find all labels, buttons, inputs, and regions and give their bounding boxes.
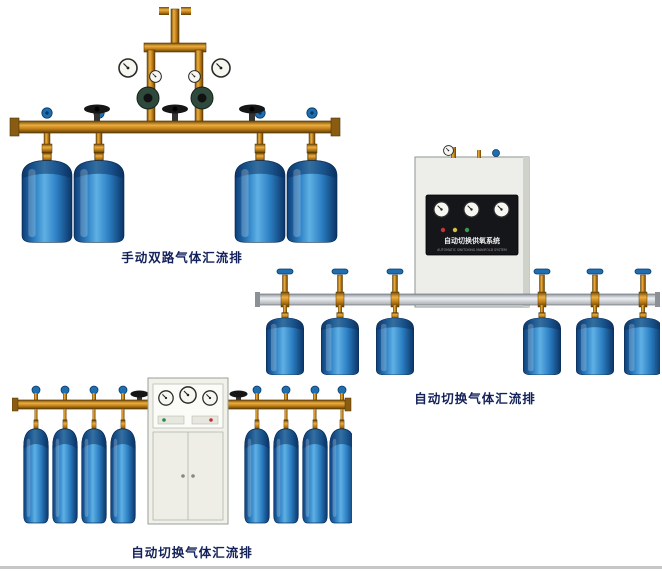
product-photo-auto-switch-manifold: 自动切换供氧系统 AUTOMATIC SWITCHING MANIFOLD SY… bbox=[255, 145, 660, 380]
bottom-divider bbox=[0, 566, 662, 569]
cylinder-drop-connections bbox=[41, 132, 318, 154]
pressure-gauge bbox=[202, 390, 218, 406]
pressure-gauge bbox=[463, 201, 480, 218]
gas-cylinder bbox=[575, 312, 615, 376]
gas-cylinder bbox=[320, 312, 360, 376]
main-manifold-pipe bbox=[9, 117, 341, 137]
indicator-light bbox=[162, 418, 166, 422]
gas-cylinder bbox=[81, 419, 107, 524]
cabinet-top-piping bbox=[443, 145, 500, 158]
cabinet-subtitle: AUTOMATIC SWITCHING MANIFOLD SYSTEM bbox=[437, 248, 507, 252]
gas-cylinder bbox=[110, 419, 136, 524]
gas-cylinder bbox=[329, 419, 352, 524]
gas-cylinder bbox=[375, 312, 415, 376]
control-cabinet: 自动切换供氧系统 AUTOMATIC SWITCHING MANIFOLD SY… bbox=[414, 156, 530, 308]
cylinder-links bbox=[283, 305, 645, 314]
cylinder-drop-connections bbox=[34, 409, 344, 421]
product-photo-manual-dual-manifold bbox=[2, 6, 347, 246]
pressure-gauge bbox=[443, 145, 454, 156]
gas-cylinder bbox=[623, 312, 660, 376]
switch-cabinet bbox=[147, 377, 229, 525]
cylinder-valves bbox=[31, 385, 347, 402]
pressure-gauge bbox=[433, 201, 450, 218]
gas-cylinder bbox=[302, 419, 328, 524]
cylinder-valves bbox=[276, 268, 652, 298]
gas-cylinder bbox=[244, 419, 270, 524]
pressure-gauge bbox=[179, 386, 197, 404]
pressure-gauge bbox=[211, 58, 231, 78]
indicator-light bbox=[452, 227, 458, 233]
gas-cylinder bbox=[273, 419, 299, 524]
gas-cylinder bbox=[73, 152, 125, 243]
caption-manual-dual-manifold: 手动双路气体汇流排 bbox=[121, 250, 243, 265]
pressure-gauge bbox=[188, 70, 201, 83]
indicator-light bbox=[464, 227, 470, 233]
gas-cylinder bbox=[522, 312, 562, 376]
manifold-pipe-aluminum bbox=[255, 291, 660, 308]
gas-cylinder bbox=[52, 419, 78, 524]
pressure-regulator-right bbox=[188, 58, 231, 110]
pressure-regulator-left bbox=[118, 58, 162, 110]
gas-cylinder bbox=[265, 312, 305, 376]
door-handle bbox=[191, 474, 195, 478]
pressure-gauge bbox=[158, 390, 174, 406]
shutoff-valves bbox=[84, 104, 265, 122]
pressure-gauge bbox=[149, 70, 162, 83]
cabinet-title: 自动切换供氧系统 bbox=[444, 236, 500, 245]
caption-auto-switch-right: 自动切换气体汇流排 bbox=[414, 391, 536, 406]
caption-auto-switch-bottom: 自动切换气体汇流排 bbox=[131, 545, 253, 560]
door-handle bbox=[181, 474, 185, 478]
pressure-gauge bbox=[493, 201, 510, 218]
indicator-light bbox=[440, 227, 446, 233]
valve-cap bbox=[492, 149, 500, 157]
pressure-gauge bbox=[118, 58, 138, 78]
indicator-light bbox=[209, 418, 213, 422]
gas-cylinder bbox=[21, 152, 73, 243]
gas-cylinder bbox=[23, 419, 49, 524]
product-photo-auto-switch-manifold-2 bbox=[12, 372, 352, 547]
shutoff-valves bbox=[130, 390, 248, 403]
